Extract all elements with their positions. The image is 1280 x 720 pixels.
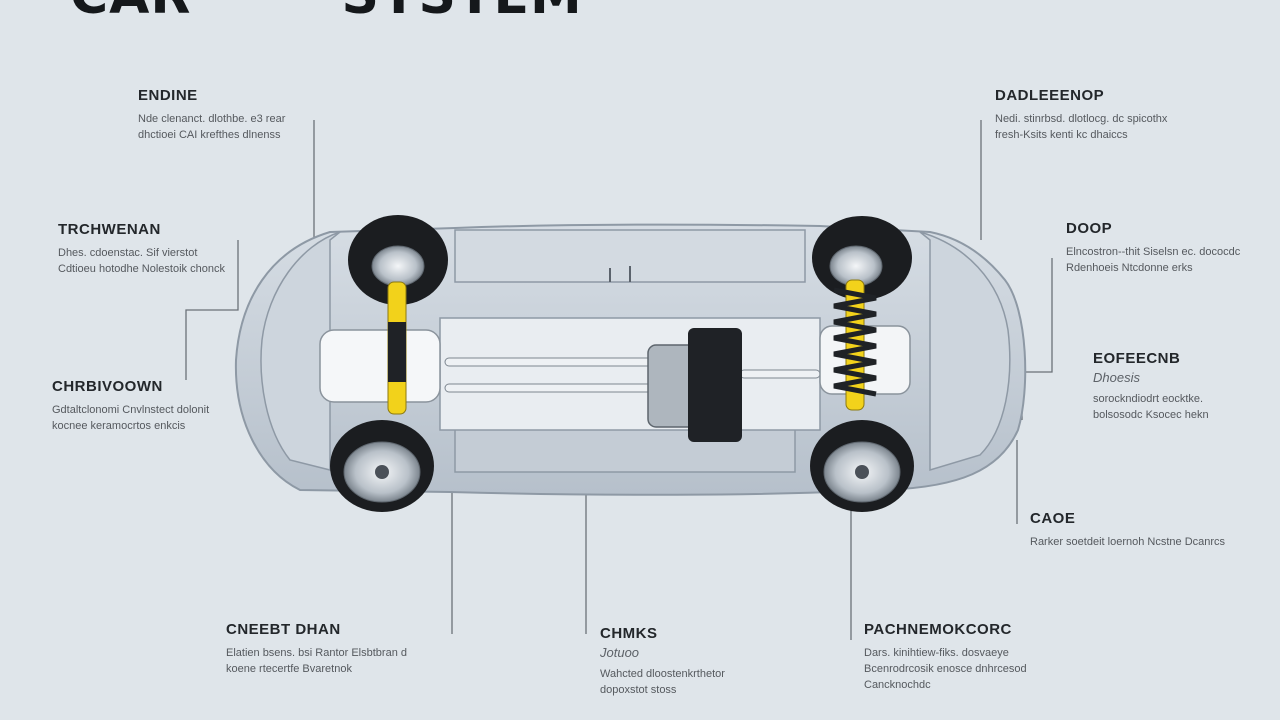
callout-carbivodwn: CHRBIVOOWN Gdtaltclonomi Cnvlnstect dolo… — [52, 378, 302, 434]
rear-fender — [919, 231, 1011, 472]
callout-subheading: Jotuoo — [600, 645, 640, 660]
callout-text: sorockndiodrt eocktke. bolsosodc Ksocec … — [1093, 393, 1209, 421]
callout-heading: CHMKS — [600, 625, 658, 642]
callout-text: Nde clenanct. dlothbe. e3 rear dhctioei … — [138, 113, 286, 141]
callout-text: Nedi. stinrbsd. dlotlocg. dc spicothx fr… — [995, 113, 1168, 141]
front-bottom-wheel — [330, 420, 434, 512]
drive-shaft-rear — [739, 369, 821, 379]
callout-heading: ENDINE — [138, 87, 198, 104]
rear-top-wheel — [812, 216, 912, 300]
callout-heading: CNEEBT DHAN — [226, 621, 341, 638]
callout-heading: CAOE — [1030, 510, 1076, 527]
drivetrain — [319, 325, 911, 442]
callout-pachnemokcorc: PACHNEMOKCORC Dars. kinihtiew-fiks. dosv… — [864, 621, 1114, 693]
callout-heading: DOOP — [1066, 220, 1113, 237]
callout-engine: ENDINE Nde clenanct. dlothbe. e3 rear dh… — [138, 87, 388, 143]
leader-line-transmission — [185, 240, 239, 380]
wheels — [330, 215, 914, 512]
rear-spring — [833, 287, 877, 397]
leader-line-doop — [1022, 258, 1053, 373]
callout-text: Dars. kinihtiew-fiks. dosvaeye Bcenrodrc… — [864, 647, 1027, 691]
callout-cneebt-dhan: CNEEBT DHAN Elatien bsens. bsi Rantor El… — [226, 621, 476, 677]
callout-text: Elatien bsens. bsi Rantor Elsbtbran d ko… — [226, 647, 407, 675]
callout-text: Wahcted dloostenkrthetor dopoxstot stoss — [600, 668, 725, 696]
callout-subheading: Dhoesis — [1093, 370, 1140, 385]
callout-heading: EOFEECNB — [1093, 350, 1181, 367]
front-engine-block — [319, 329, 441, 403]
front-top-wheel — [348, 215, 448, 305]
differential — [688, 328, 742, 442]
callout-doop: DOOP Elncostron--thit Siselsn ec. dococd… — [1066, 220, 1280, 276]
callout-text: Dhes. cdoenstac. Sif vierstot Cdtioeu ho… — [58, 247, 225, 275]
callout-text: Elncostron--thit Siselsn ec. dococdc Rde… — [1066, 246, 1241, 274]
title-left: CAR — [70, 0, 191, 26]
rear-bottom-wheel — [810, 420, 914, 512]
suspension — [387, 279, 877, 415]
title-right: SYSTEM — [341, 0, 582, 26]
callout-heading: CHRBIVOOWN — [52, 378, 163, 395]
front-damper — [388, 322, 406, 382]
callout-heading: PACHNEMOKCORC — [864, 621, 1012, 638]
callout-transmission: TRCHWENAN Dhes. cdoenstac. Sif vierstot … — [58, 221, 308, 277]
front-fender — [260, 231, 341, 471]
callout-caoe: CAOE Rarker soetdeit loernoh Ncstne Dcan… — [1030, 510, 1280, 550]
callout-eofeecnb: EOFEECNB Dhoesis sorockndiodrt eocktke. … — [1093, 350, 1280, 423]
diagram-title: CAR SYSTEM — [70, 0, 583, 26]
callout-heading: TRCHWENAN — [58, 221, 161, 238]
callout-text: Gdtaltclonomi Cnvlnstect dolonit kocnee … — [52, 404, 210, 432]
callout-chmks: CHMKS Jotuoo Wahcted dloostenkrthetor do… — [600, 625, 850, 698]
callout-dadleeenop: DADLEEENOP Nedi. stinrbsd. dlotlocg. dc … — [995, 87, 1245, 143]
callout-heading: DADLEEENOP — [995, 87, 1105, 104]
callout-text: Rarker soetdeit loernoh Ncstne Dcanrcs — [1030, 536, 1226, 548]
